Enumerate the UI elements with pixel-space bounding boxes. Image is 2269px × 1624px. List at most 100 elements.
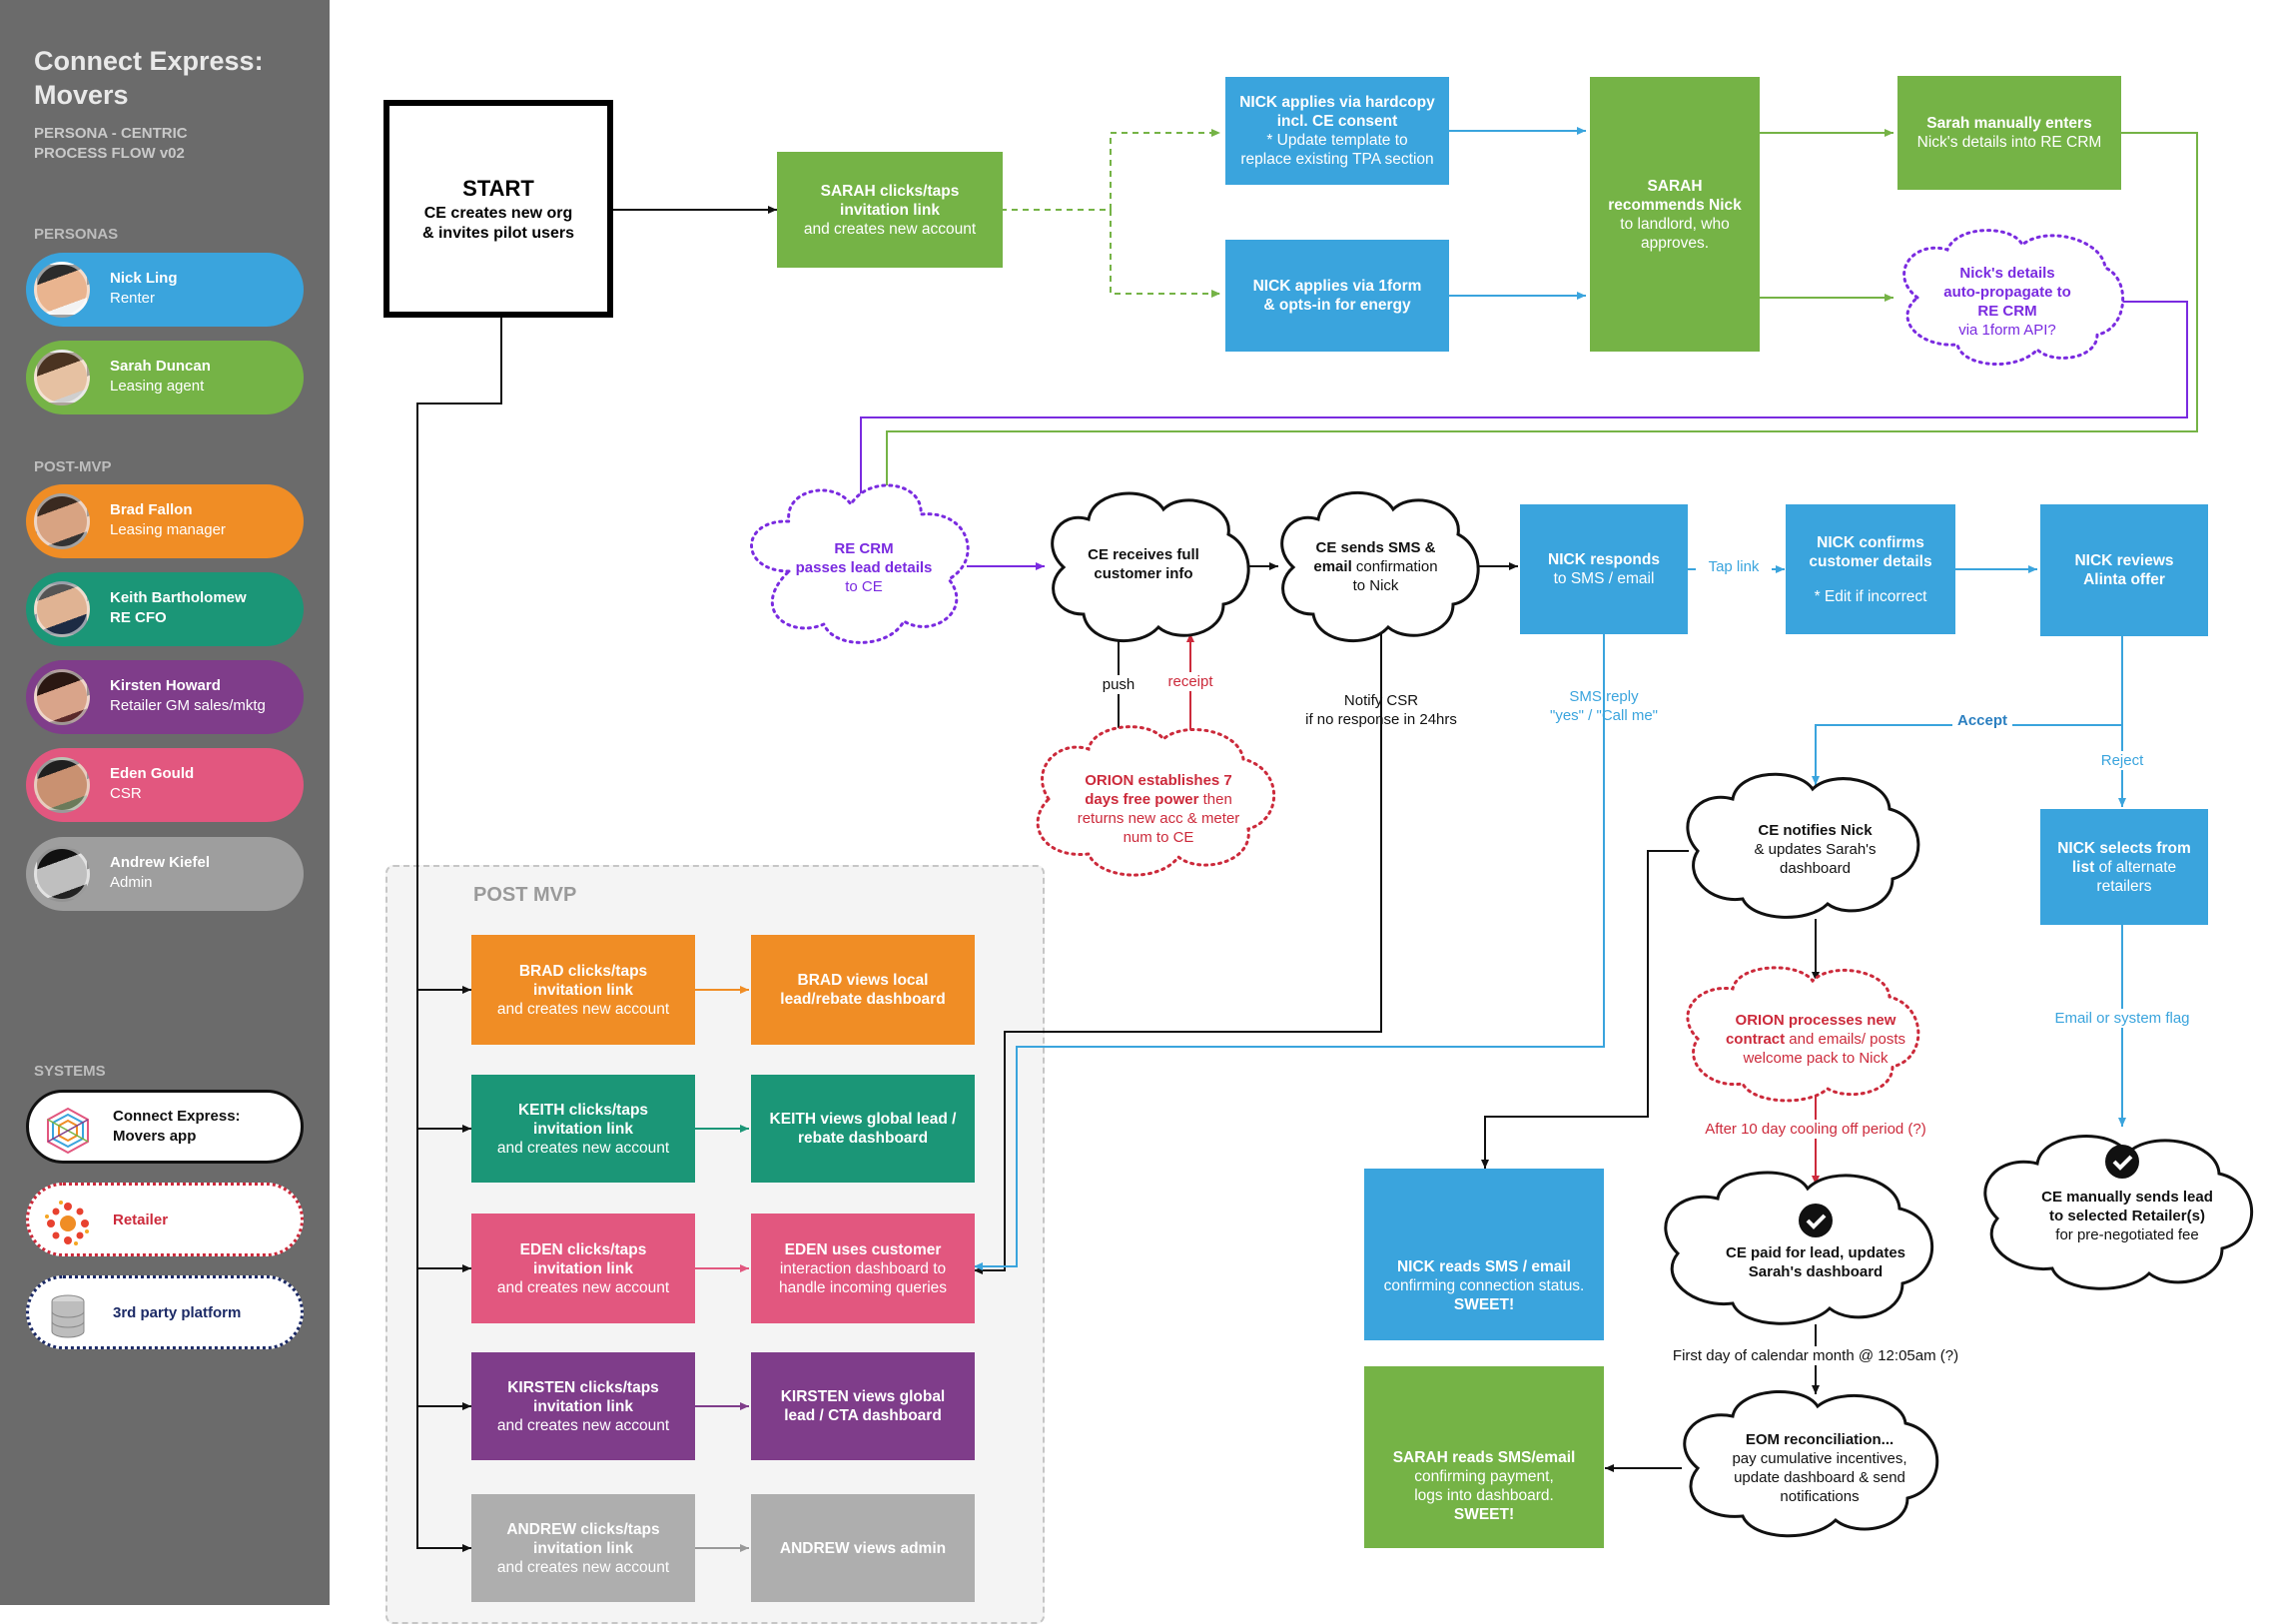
orion-7days-text: ORION establishes 7 days free power then… [1054, 764, 1263, 854]
edge-notify-csr [974, 633, 1382, 1274]
persona-kirsten[interactable]: Kirsten Howard Retailer GM sales/mktg [26, 660, 304, 734]
cloud-line: dashboard [1780, 859, 1851, 877]
box-line: and creates new account [496, 1416, 670, 1434]
box-line-rest: of alternate [2094, 858, 2177, 876]
ce-manual-lead-text: CE manually sends lead to selected Retai… [2007, 1184, 2247, 1247]
box-line: NICK reads SMS / email [1396, 1258, 1571, 1275]
box-line: and creates new account [496, 1278, 670, 1296]
box-line: ANDREW views admin [779, 1539, 947, 1557]
box-line: and creates new account [496, 1000, 670, 1018]
cloud-line: num to CE [1123, 829, 1194, 846]
system-connect-express[interactable]: Connect Express: Movers app [26, 1090, 304, 1164]
cloud-line: contract and emails/ posts [1726, 1030, 1905, 1049]
cloud-line-rest: confirmation [1351, 557, 1438, 575]
edge-manual-recrm [883, 132, 2198, 505]
persona-name: Eden Gould [110, 765, 195, 782]
avatar [34, 262, 90, 318]
avatar [34, 846, 90, 902]
sarah-manual-box: Sarah manually enters Nick's details int… [1897, 76, 2121, 190]
box-line: lead/rebate dashboard [780, 991, 946, 1008]
cloud-line: CE manually sends lead [2041, 1188, 2213, 1206]
orion-processes-text: ORION processes new contract and emails/… [1710, 1004, 1921, 1074]
persona-eden[interactable]: Eden Gould CSR [26, 748, 304, 822]
persona-name: Keith Bartholomew [110, 589, 247, 606]
ce-sends-text: CE sends SMS & email confirmation to Nic… [1288, 531, 1463, 601]
eden-invite-box: EDEN clicks/taps invitation link and cre… [471, 1214, 695, 1323]
persona-sarah[interactable]: Sarah Duncan Leasing agent [26, 341, 304, 414]
cloud-nick-autoprop [1902, 229, 2125, 367]
box-line: Nick's details into RE CRM [1916, 134, 2102, 151]
box-line: and creates new account [496, 1558, 670, 1576]
box-line: handle incoming queries [778, 1278, 948, 1296]
persona-role: Retailer GM sales/mktg [110, 697, 266, 714]
cloud-ce-paid [1664, 1171, 1934, 1325]
cloud-orion-7days [1036, 725, 1276, 877]
cloud-line: email confirmation [1313, 557, 1437, 576]
edge-label-line: Notify CSR [1343, 692, 1419, 709]
app-subtitle-line1: PERSONA - CENTRIC [34, 125, 188, 142]
edge-label-line: SMS reply [1569, 688, 1639, 705]
box-line: customer details [1809, 552, 1932, 570]
box-line: EDEN uses customer [784, 1240, 942, 1258]
box-line: retailers [2096, 877, 2152, 895]
check-icon [2105, 1145, 2139, 1179]
cloud-line: CE paid for lead, updates [1725, 1244, 1906, 1261]
cloud-line: to CE [845, 577, 883, 595]
persona-nick[interactable]: Nick Ling Renter [26, 253, 304, 327]
personas-heading: PERSONAS [34, 226, 119, 243]
cloud-line: passes lead details [795, 558, 933, 576]
system-label: Movers app [113, 1128, 197, 1145]
re-crm-text: RE CRM passes lead details to CE [769, 527, 959, 607]
persona-name: Sarah Duncan [110, 358, 211, 375]
persona-name: Andrew Kiefel [110, 854, 211, 871]
cloud-line: Nick's details [1959, 265, 2055, 282]
cloud-line: returns new acc & meter [1077, 810, 1240, 827]
system-3rd-party[interactable]: 3rd party platform [26, 1275, 304, 1349]
persona-role: Admin [110, 874, 153, 891]
box-line: KEITH clicks/taps [517, 1101, 649, 1119]
ce-notifies-text: CE notifies Nick & updates Sarah's dashb… [1718, 814, 1912, 884]
box-line: KIRSTEN views global [780, 1388, 946, 1405]
edge-label-cooling-off: After 10 day cooling off period (?) [1678, 1120, 1953, 1139]
edge-autoprop-recrm [857, 301, 2188, 505]
sidebar: Connect Express: Movers PERSONA - CENTRI… [0, 0, 330, 1605]
persona-andrew[interactable]: Andrew Kiefel Admin [26, 837, 304, 911]
box-line: confirming payment, [1414, 1468, 1554, 1485]
box-line: interaction dashboard to [779, 1259, 947, 1277]
avatar [34, 350, 90, 406]
persona-keith[interactable]: Keith Bartholomew RE CFO [26, 572, 304, 646]
box-line-bold: list [2071, 858, 2095, 876]
system-label: 3rd party platform [113, 1304, 242, 1321]
cloud-line: ORION establishes 7 [1085, 772, 1232, 789]
edge-label-first-day: First day of calendar month @ 12:05am (?… [1648, 1346, 1983, 1365]
box-line: to landlord, who [1620, 215, 1730, 233]
keith-dashboard-box: KEITH views global lead / rebate dashboa… [751, 1075, 975, 1183]
box-line: list of alternate [2072, 858, 2176, 877]
post-mvp-heading: POST-MVP [34, 458, 112, 475]
box-line: NICK responds [1548, 551, 1660, 568]
post-mvp-title: POST MVP [473, 884, 577, 906]
eden-dashboard-box: EDEN uses customer interaction dashboard… [751, 1214, 975, 1323]
box-line: ANDREW clicks/taps [506, 1520, 660, 1538]
persona-name: Nick Ling [110, 270, 178, 287]
box-line: * Edit if incorrect [1814, 587, 1927, 605]
app-title: Connect Express: Movers [34, 44, 314, 112]
box-line: NICK confirms [1817, 533, 1924, 551]
nick-selects-box: NICK selects from list of alternate reta… [2040, 809, 2208, 925]
persona-brad[interactable]: Brad Fallon Leasing manager [26, 484, 304, 558]
edge-sms-reply [974, 633, 1605, 1270]
nick-responds-box: NICK responds to SMS / email [1520, 504, 1688, 634]
persona-role: CSR [110, 785, 142, 802]
edge-label-line: "yes" / "Call me" [1550, 707, 1658, 724]
box-line: invitation link [840, 201, 940, 219]
box-line: CE creates new org [423, 205, 573, 222]
box-line: SWEET! [1453, 1296, 1515, 1313]
box-line: approves. [1640, 234, 1710, 252]
cloud-ce-manual-lead [1983, 1135, 2254, 1290]
edge-label-sms-reply: SMS reply "yes" / "Call me" [1534, 687, 1674, 725]
box-line: invitation link [533, 1259, 633, 1277]
sarah-recommends-box: SARAH recommends Nick to landlord, who a… [1590, 77, 1760, 352]
kirsten-invite-box: KIRSTEN clicks/taps invitation link and … [471, 1352, 695, 1460]
system-retailer[interactable]: Retailer [26, 1183, 304, 1256]
